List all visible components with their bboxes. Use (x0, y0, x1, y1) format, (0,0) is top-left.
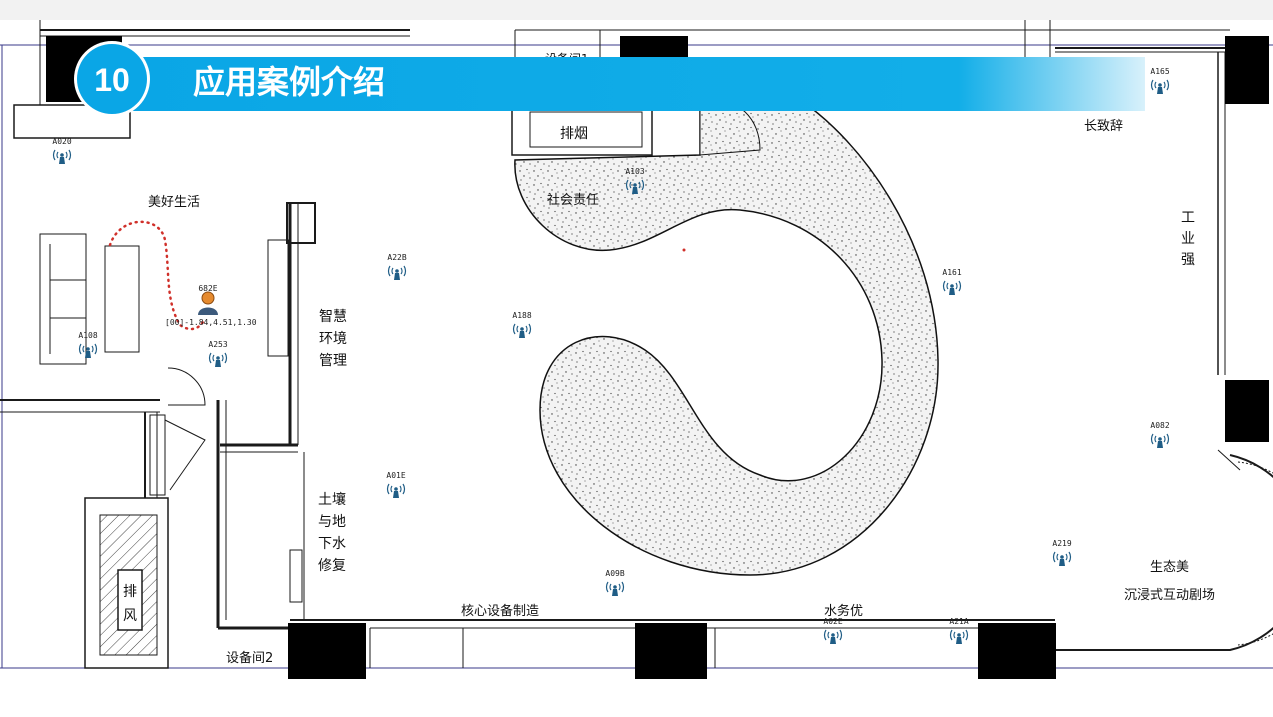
zone-core-manufacturing: 核心设备制造 (461, 603, 539, 619)
banner-badge (77, 44, 147, 114)
zone-social-responsibility: 社会责任 (547, 192, 599, 208)
ap-marker[interactable]: A161 (942, 268, 962, 296)
ap-label: A020 (52, 137, 71, 146)
ap-label: A188 (512, 311, 531, 320)
person-coords: [00]-1.84,4.51,1.30 (165, 318, 257, 327)
zone-smart-env-3: 管理 (319, 353, 347, 369)
zone-soil-water-2: 与地 (318, 514, 346, 530)
person-head-icon (201, 291, 215, 305)
zone-longevity: 长致辞 (1084, 119, 1123, 134)
zone-water-excellent: 水务优 (824, 603, 863, 619)
zone-labels: 美好生活 社会责任 排烟 设备间1 长致辞 工 业 强 智慧 环境 管理 土壤 … (123, 52, 1215, 666)
columns (46, 36, 1269, 679)
ap-label: A02E (823, 617, 842, 626)
ap-marker[interactable]: A020 (52, 137, 72, 165)
movement-trail (108, 220, 207, 331)
zone-equipment-room-2: 设备间2 (226, 650, 273, 666)
ap-marker[interactable]: A22B (387, 253, 407, 281)
zone-immersive-theater: 沉浸式互动剧场 (1124, 588, 1215, 603)
zone-smart-env-2: 环境 (319, 331, 347, 347)
ap-marker[interactable]: A21A (949, 617, 969, 645)
ap-label: A253 (208, 340, 227, 349)
page-title: 应用案例介绍 (193, 63, 385, 101)
zone-industry-2: 业 (1181, 231, 1195, 247)
banner-bar (110, 57, 1145, 111)
zone-industry-1: 工 (1181, 210, 1195, 226)
access-points: A020 A108 A253 A22B A188 A103 A161 A165 (52, 67, 1170, 645)
ap-marker[interactable]: A188 (512, 311, 532, 339)
ap-label: A082 (1150, 421, 1169, 430)
zone-exhaust-1: 排 (123, 584, 137, 600)
zone-ecology: 生态美 (1150, 560, 1189, 575)
ap-marker[interactable]: A082 (1150, 421, 1170, 449)
ap-label: A103 (625, 167, 644, 176)
ap-label: A219 (1052, 539, 1071, 548)
ap-marker[interactable]: A103 (625, 167, 645, 195)
person-body-icon (198, 307, 218, 315)
walls (0, 20, 1273, 669)
zone-soil-water-3: 下水 (318, 536, 346, 552)
ap-label: A09B (605, 569, 624, 578)
ap-marker[interactable]: A219 (1052, 539, 1072, 567)
zone-beautiful-life: 美好生活 (148, 195, 200, 210)
title-banner: 10 应用案例介绍 (74, 41, 1145, 117)
ap-label: A108 (78, 331, 97, 340)
person-id: 682E (198, 284, 217, 293)
ap-label: A01E (386, 471, 405, 480)
zone-exhaust-2: 风 (123, 608, 137, 624)
zone-smoke-exhaust: 排烟 (560, 126, 588, 142)
ap-label: A22B (387, 253, 406, 262)
zone-smart-env-1: 智慧 (319, 309, 347, 325)
ap-marker[interactable]: A09B (605, 569, 625, 597)
ap-marker[interactable]: A01E (386, 471, 406, 499)
ap-marker[interactable]: A253 (208, 340, 228, 368)
zone-industry-3: 强 (1181, 252, 1195, 268)
ap-label: A165 (1150, 67, 1169, 76)
stray-point (682, 248, 686, 252)
ap-label: A161 (942, 268, 961, 277)
yin-yang-floor (514, 98, 939, 576)
ap-marker[interactable]: A108 (78, 331, 98, 359)
section-number: 10 (94, 62, 130, 98)
ap-label: A21A (949, 617, 968, 626)
zone-soil-water-4: 修复 (318, 557, 346, 574)
person-marker[interactable]: 682E [00]-1.84,4.51,1.30 (165, 284, 257, 327)
ap-marker[interactable]: A02E (823, 617, 843, 645)
zone-soil-water-1: 土壤 (318, 491, 346, 508)
ap-marker[interactable]: A165 (1150, 67, 1170, 95)
